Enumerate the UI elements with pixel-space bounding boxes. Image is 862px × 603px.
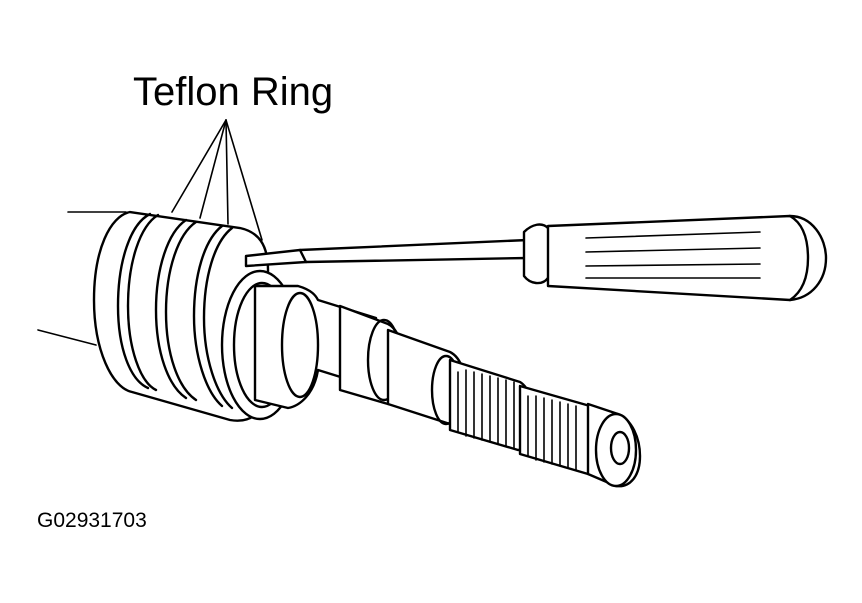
drum-end — [92, 210, 300, 422]
drum-body — [37, 211, 127, 346]
figure-id: G02931703 — [37, 509, 147, 532]
screwdriver-icon — [244, 214, 828, 302]
callout-label: Teflon Ring — [133, 70, 334, 114]
callout-leaders — [171, 119, 263, 241]
shaft-icon — [253, 284, 642, 488]
